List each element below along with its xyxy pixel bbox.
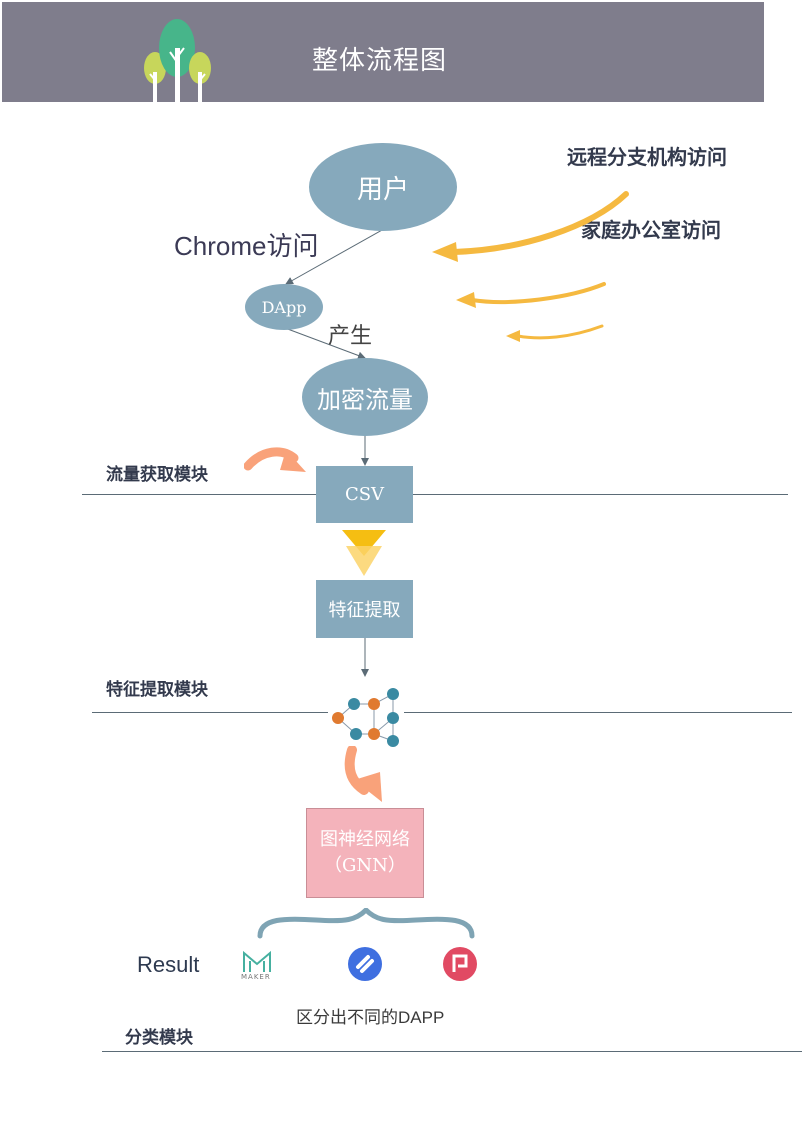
curved-arrow-icon: [244, 447, 306, 472]
divider-2-left: [92, 712, 328, 713]
result-caption: 区分出不同的DAPP: [296, 1008, 445, 1027]
divider-1-right: [413, 494, 788, 495]
incoming-arrows-icon: [432, 191, 629, 342]
feature-extraction-node: 特征提取: [316, 580, 413, 638]
maker-logo-icon: [243, 950, 271, 972]
gnn-subtitle: （GNN）: [324, 855, 406, 876]
divider-1-left: [82, 494, 316, 495]
funnel-arrow-icon: [342, 530, 386, 576]
classification-module-label: 分类模块: [125, 1028, 193, 1048]
divider-2-right: [404, 712, 792, 713]
encrypted-traffic-node: 加密流量: [302, 358, 428, 436]
csv-node: CSV: [316, 466, 413, 523]
divider-3: [102, 1051, 802, 1052]
blue-dapp-logo-icon: [348, 947, 382, 981]
remote-branch-label: 远程分支机构访问: [567, 145, 727, 169]
down-curved-arrow-icon: [344, 746, 382, 802]
header-banner: [2, 2, 764, 102]
produce-label: 产生: [328, 324, 373, 349]
user-node: 用户: [309, 143, 457, 231]
dapp-node: DApp: [245, 284, 323, 330]
feature-module-label: 特征提取模块: [106, 680, 208, 700]
gnn-node: 图神经网络 （GNN）: [306, 808, 424, 898]
graph-network-icon: [332, 688, 399, 747]
maker-text: MAKER: [241, 973, 271, 981]
result-label: Result: [137, 952, 200, 977]
page-title: 整体流程图: [312, 46, 448, 76]
red-dapp-logo-icon: [443, 947, 477, 981]
home-office-label: 家庭办公室访问: [581, 218, 721, 242]
traffic-capture-module-label: 流量获取模块: [106, 465, 208, 485]
tree-logo-icon: [144, 19, 211, 102]
brace-icon: [257, 908, 475, 939]
gnn-title: 图神经网络: [320, 829, 410, 850]
chrome-access-label: Chrome访问: [174, 231, 319, 261]
